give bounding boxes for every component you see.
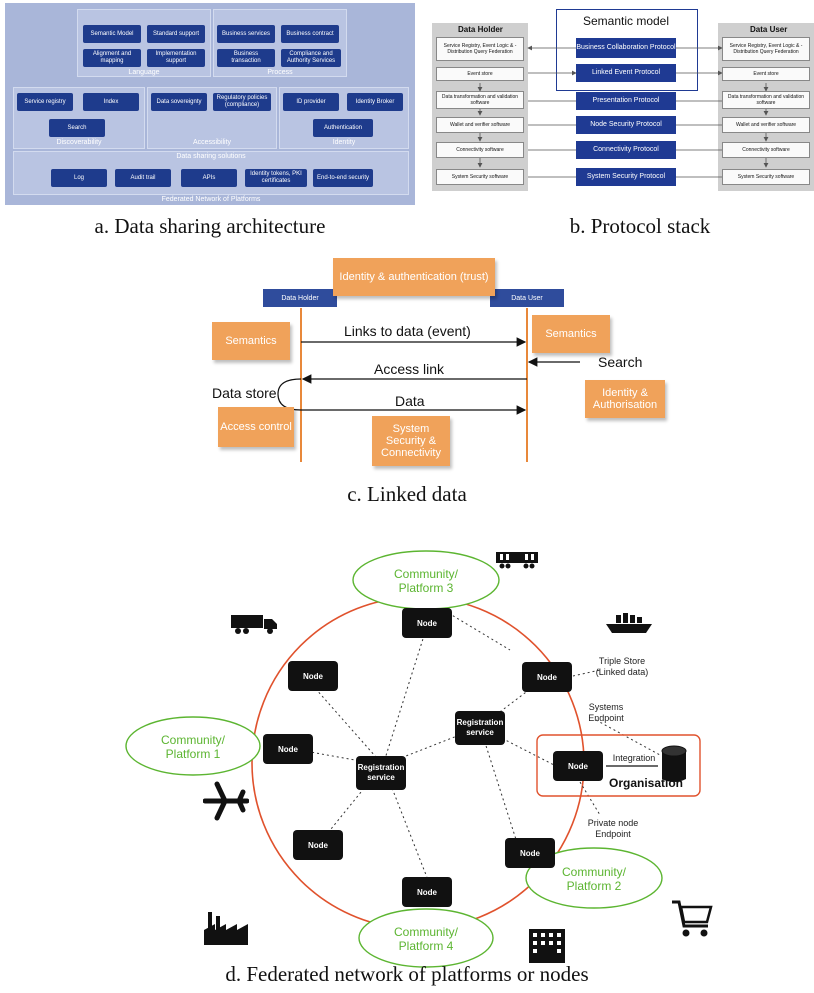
- holder-system-security: System Security software: [436, 169, 524, 185]
- service-registry-box: Service registry: [17, 93, 73, 111]
- data-sovereignty-box: Data sovereignty: [151, 93, 207, 111]
- private-endpoint-note: Private node Endpoint: [587, 818, 639, 839]
- accessibility-label: Accessibility: [192, 139, 232, 146]
- node: Node: [505, 838, 555, 868]
- database-icon: [661, 745, 687, 782]
- system-security-protocol: System Security Protocol: [576, 168, 676, 186]
- data-sharing-architecture-diagram: Semantic Model Standard support Alignmen…: [5, 3, 415, 205]
- holder-connectivity: Connectivity software: [436, 142, 524, 158]
- airplane-icon: [203, 781, 249, 821]
- linked-event-protocol: Linked Event Protocol: [576, 64, 676, 82]
- semantics-left-box: Semantics: [212, 322, 290, 360]
- caption-a: a. Data sharing architecture: [94, 214, 326, 238]
- node: Node: [293, 830, 343, 860]
- discoverability-label: Discoverability: [56, 139, 102, 146]
- data-holder-title: Data Holder: [458, 25, 503, 34]
- federated-network-label: Federated Network of Platforms: [161, 196, 261, 203]
- regulatory-policies-box: Regulatory policies (compliance): [213, 93, 271, 111]
- identity-authentication-box: Identity & authentication (trust): [333, 258, 495, 296]
- truck-icon: [231, 615, 277, 634]
- holder-event-store: Event store: [436, 67, 524, 81]
- data-user-header: Data User: [490, 289, 564, 307]
- standard-support-box: Standard support: [147, 25, 205, 43]
- node: Node: [402, 608, 452, 638]
- office-building-icon: [529, 929, 565, 963]
- data-store-label: Data store: [212, 385, 277, 401]
- access-link-label: Access link: [374, 361, 445, 377]
- identity-broker-box: Identity Broker: [347, 93, 403, 111]
- search-label: Search: [598, 354, 643, 370]
- node: Node: [553, 751, 603, 781]
- alignment-mapping-box: Alignment and mapping: [83, 49, 141, 67]
- semantic-model-frame: [556, 9, 698, 91]
- protocol-stack-diagram: Data Holder Data User Semantic model: [428, 9, 814, 193]
- caption-b: b. Protocol stack: [569, 214, 711, 238]
- user-system-security: System Security software: [722, 169, 810, 185]
- user-event-store: Event store: [722, 67, 810, 81]
- caption-d: d. Federated network of platforms or nod…: [225, 962, 589, 986]
- data-holder-header: Data Holder: [263, 289, 337, 307]
- user-data-transformation: Data transformation and validation softw…: [722, 91, 810, 109]
- semantics-right-box: Semantics: [532, 315, 610, 353]
- log-box: Log: [51, 169, 107, 187]
- community-platform-3: Community/ Platform 3: [393, 567, 458, 595]
- user-service-registry: Service Registry, Event Logic & - Distri…: [722, 37, 810, 61]
- semantic-model-title: Semantic model: [582, 14, 670, 28]
- links-to-data-label: Links to data (event): [344, 323, 471, 339]
- holder-service-registry: Service Registry, Event Logic & - Distri…: [436, 37, 524, 61]
- ship-icon: [606, 613, 652, 633]
- audit-trail-box: Audit trail: [115, 169, 171, 187]
- process-label: Process: [267, 69, 293, 76]
- identity-tokens-box: Identity tokens, PKI certificates: [245, 169, 307, 187]
- user-connectivity: Connectivity software: [722, 142, 810, 158]
- compliance-authority-box: Compliance and Authority Services: [281, 49, 341, 67]
- systems-endpoint-note: Systems Endpoint: [588, 702, 624, 723]
- registration-service-right: Registration service: [455, 711, 505, 745]
- business-transaction-box: Business transaction: [217, 49, 275, 67]
- node: Node: [522, 662, 572, 692]
- business-services-box: Business services: [217, 25, 275, 43]
- holder-data-transformation: Data transformation and validation softw…: [436, 91, 524, 109]
- system-security-connectivity-box: System Security & Connectivity: [372, 416, 450, 466]
- implementation-support-box: Implementation support: [147, 49, 205, 67]
- community-platform-1: Community/ Platform 1: [160, 733, 225, 761]
- presentation-protocol: Presentation Protocol: [576, 92, 676, 110]
- node: Node: [402, 877, 452, 907]
- registration-service-center: Registration service: [356, 756, 406, 790]
- triple-store-note: Triple Store (Linked data): [595, 656, 649, 677]
- semantic-model-box: Semantic Model: [83, 25, 141, 43]
- data-label: Data: [395, 393, 425, 409]
- node-security-protocol: Node Security Protocol: [576, 116, 676, 134]
- data-sharing-solutions-label: Data sharing solutions: [176, 153, 246, 160]
- node: Node: [288, 661, 338, 691]
- business-contract-box: Business contract: [281, 25, 339, 43]
- identity-authorisation-box: Identity & Authorisation: [585, 380, 665, 418]
- search-box: Search: [49, 119, 105, 137]
- linked-data-lines: [277, 308, 580, 462]
- end-to-end-security-box: End-to-end security: [313, 169, 373, 187]
- business-collaboration-protocol: Business Collaboration Protocol: [576, 38, 676, 58]
- shopping-cart-icon: [672, 900, 713, 937]
- community-platform-2: Community/ Platform 2: [561, 865, 626, 893]
- index-box: Index: [83, 93, 139, 111]
- apis-box: APIs: [181, 169, 237, 187]
- node: Node: [263, 734, 313, 764]
- user-wallet-verifier: Wallet and verifier software: [722, 117, 810, 133]
- data-user-title: Data User: [750, 25, 788, 34]
- id-provider-box: ID provider: [283, 93, 339, 111]
- holder-wallet-verifier: Wallet and verifier software: [436, 117, 524, 133]
- integration-label: Integration: [612, 753, 656, 763]
- access-control-box: Access control: [218, 407, 294, 447]
- community-platform-4: Community/ Platform 4: [393, 925, 458, 953]
- factory-icon: [204, 912, 248, 945]
- identity-label: Identity: [332, 139, 356, 146]
- caption-c: c. Linked data: [347, 482, 467, 506]
- connectivity-protocol: Connectivity Protocol: [576, 141, 676, 159]
- language-label: Language: [128, 69, 160, 76]
- train-icon: [496, 552, 538, 569]
- authentication-box: Authentication: [313, 119, 373, 137]
